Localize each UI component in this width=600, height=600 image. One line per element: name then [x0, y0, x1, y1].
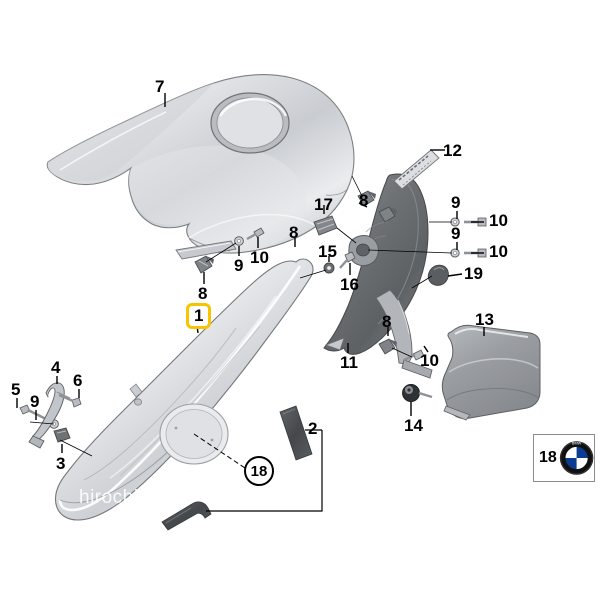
- callout-10-right-a: 10: [489, 212, 508, 229]
- callout-label: 14: [404, 416, 423, 435]
- callout-2: 2: [308, 420, 317, 437]
- callout-label: 9: [451, 224, 461, 243]
- callout-12: 12: [443, 142, 462, 159]
- bracket-4: [28, 382, 71, 449]
- legend-number: 18: [539, 449, 557, 466]
- clip-8-fairing-lower: [378, 338, 397, 355]
- callout-9-right-b: 9: [451, 225, 460, 242]
- callout-7: 7: [155, 78, 164, 95]
- callout-17: 17: [314, 196, 333, 213]
- clip-8-upper-right: [357, 190, 376, 207]
- callout-18-circled: 18: [244, 456, 274, 486]
- callout-label: 8: [382, 312, 392, 331]
- leader-lines: [16, 93, 485, 453]
- screw-6: [58, 393, 82, 408]
- callout-label: 7: [155, 77, 165, 96]
- callout-16: 16: [340, 276, 359, 293]
- part-2-rubber-strips: [161, 405, 313, 531]
- callout-label: 18: [250, 462, 268, 480]
- clip-17: [313, 215, 338, 236]
- callout-9-tank: 9: [234, 257, 243, 274]
- pad-19: [427, 264, 449, 286]
- callout-4: 4: [51, 359, 60, 376]
- callout-label: 13: [475, 310, 494, 329]
- callout-label: 15: [318, 242, 337, 261]
- callout-label: 10: [420, 351, 439, 370]
- callout-label: 8: [359, 191, 369, 210]
- callout-9-right-a: 9: [451, 194, 460, 211]
- callout-1-highlighted[interactable]: 1: [186, 303, 212, 329]
- callout-14: 14: [404, 417, 423, 434]
- callout-label: 3: [56, 454, 66, 473]
- washer-9-right-b: [450, 248, 460, 258]
- callout-11: 11: [340, 354, 358, 371]
- callout-label: 5: [11, 380, 21, 399]
- callout-8-lower-left: 8: [198, 285, 207, 302]
- part-7-fuel-tank-cover-top: [46, 74, 355, 260]
- callout-label: 1: [194, 306, 204, 325]
- callout-label: 10: [489, 211, 508, 230]
- grommet-14: [402, 384, 433, 402]
- bmw-roundel-logo: BMW: [559, 440, 594, 475]
- part-11-side-fairing-panel: [323, 173, 433, 379]
- pin-bolt-16: [339, 251, 356, 269]
- callout-15: 15: [318, 243, 337, 260]
- callout-label: 16: [340, 275, 359, 294]
- callout-label: 4: [51, 358, 61, 377]
- callout-label: 8: [198, 284, 208, 303]
- washer-9-tank: [234, 236, 244, 246]
- fastener-parts: [19, 175, 487, 457]
- callout-label: 9: [30, 392, 40, 411]
- callout-10-right-b: 10: [489, 243, 508, 260]
- callout-label: 9: [234, 256, 244, 275]
- callout-label: 6: [73, 371, 83, 390]
- watermark-text: hirochi: [79, 487, 139, 508]
- callout-label: 10: [489, 242, 508, 261]
- callout-8-fairing-lower: 8: [382, 313, 391, 330]
- callout-9-left: 9: [30, 393, 39, 410]
- callout-5: 5: [11, 381, 20, 398]
- callout-8-fairing-top: 8: [289, 224, 298, 241]
- leader-bracket-2: [206, 429, 323, 512]
- leader-lines-dashed: [193, 433, 246, 469]
- callout-19: 19: [464, 265, 483, 282]
- part-12-decal-badge: [393, 149, 440, 190]
- callout-label: 10: [250, 248, 269, 267]
- callout-3: 3: [56, 455, 65, 472]
- part-1-fuel-tank-trim-panel: [54, 258, 314, 521]
- washer-9-right-a: [450, 217, 460, 227]
- clip-8-lower-left: [194, 255, 214, 274]
- callout-label: 8: [289, 223, 299, 242]
- clip-8-fairing-top: [378, 206, 397, 223]
- callout-8-upper-right: 8: [359, 192, 368, 209]
- bush-15: [323, 262, 335, 274]
- callout-label: 2: [308, 419, 318, 438]
- screw-10-tank: [246, 227, 265, 241]
- callout-label: 12: [443, 141, 462, 160]
- callout-13: 13: [475, 311, 494, 328]
- callout-10-tank: 10: [250, 249, 269, 266]
- part-13-side-cover-panel: [441, 324, 541, 421]
- grommet-3: [53, 427, 71, 443]
- callout-6: 6: [73, 372, 82, 389]
- callout-label: 9: [451, 193, 461, 212]
- screw-10-fairing-lower: [403, 349, 425, 362]
- callout-label: 11: [340, 353, 358, 372]
- callout-label: 19: [464, 264, 483, 283]
- callout-10-fairing-lower: 10: [420, 352, 439, 369]
- callout-label: 17: [314, 195, 333, 214]
- svg-text:BMW: BMW: [572, 440, 582, 445]
- legend-box-bmw-emblem: 18 BMW: [533, 434, 595, 482]
